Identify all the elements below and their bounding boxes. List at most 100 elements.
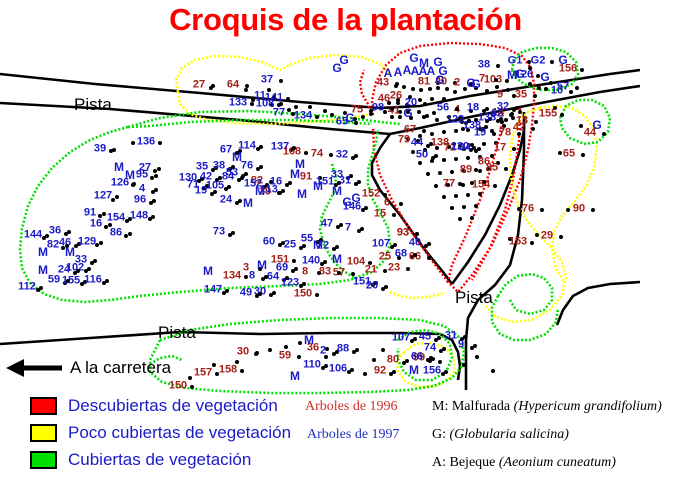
tree-dot (399, 202, 403, 206)
tree-dot (478, 127, 482, 131)
tree-dot (36, 288, 40, 292)
tree-label-1997: 147 (203, 283, 223, 296)
tree-dot (315, 115, 319, 119)
tree-label-1996: 99 (412, 351, 426, 364)
tree-dot (351, 156, 355, 160)
label-pista-bottom: Pista (158, 323, 196, 342)
tree-label-1997: 102 (65, 261, 85, 274)
tree-dot (438, 171, 442, 175)
tree-label-1997: 62 (490, 107, 504, 120)
tree-dot (482, 180, 486, 184)
tree-dot (354, 121, 358, 125)
legend-label-uncovered: Descubiertas de vegetación (68, 396, 278, 415)
tree-dot (355, 348, 359, 352)
tree-dot (287, 108, 291, 112)
species-marker-g: G (471, 77, 481, 91)
tree-dot (205, 184, 209, 188)
tree-dot (87, 267, 91, 271)
tree-dot (558, 151, 562, 155)
tree-dot (434, 338, 438, 342)
tree-dot (580, 68, 584, 72)
tree-dot (409, 116, 413, 120)
tree-dot (410, 339, 414, 343)
tree-dot (244, 172, 248, 176)
tree-dot (308, 105, 312, 109)
tree-dot (517, 207, 521, 211)
tree-label-1997: G2 (530, 54, 546, 67)
legend-year-1996: Arboles de 1996 (305, 399, 398, 414)
tree-dot (390, 115, 394, 119)
tree-dot (364, 206, 368, 210)
tree-label-1997: 11 (254, 89, 266, 102)
species-marker-g: G (540, 70, 550, 84)
tree-dot (436, 86, 440, 90)
tree-dot (361, 115, 365, 119)
tree-dot (446, 183, 450, 187)
tree-label-1997: 42 (199, 170, 213, 183)
tree-label-1997: 57 (556, 80, 570, 93)
tree-dot (240, 369, 244, 373)
species-marker-g: G (433, 55, 443, 69)
tree-dot (281, 241, 285, 245)
tree-dot (415, 232, 419, 236)
tree-dot (406, 267, 410, 271)
tree-dot (458, 182, 462, 186)
tree-label-1996: 14 (491, 106, 505, 119)
tree-dot (428, 359, 432, 363)
tree-dot (426, 172, 430, 176)
legend-swatch-red (30, 397, 57, 415)
tree-label-1997: 66 (410, 350, 424, 363)
tree-label-1996: 91 (299, 170, 313, 183)
tree-label-1997: 9 (457, 338, 465, 351)
tree-dot (237, 178, 241, 182)
tree-label-1997: 16 (269, 175, 283, 188)
road-right-vertical (464, 112, 526, 390)
tree-label-1996: 44 (583, 126, 597, 139)
tree-dot (292, 146, 296, 150)
tree-label-1997: 86 (109, 226, 123, 239)
tree-label-1997: 65 (335, 115, 349, 128)
tree-label-1996: 7 (478, 72, 486, 85)
tree-dot (396, 98, 400, 102)
tree-label-1996: 36 (306, 341, 320, 354)
tree-dot (427, 256, 431, 260)
tree-label-1997: 146 (342, 200, 362, 213)
tree-dot (466, 156, 470, 160)
tree-label-1997: 27 (138, 161, 152, 174)
tree-label-1996: 79 (397, 133, 411, 146)
tree-dot (553, 106, 557, 110)
tree-dot (286, 97, 290, 101)
tree-dot (392, 370, 396, 374)
tree-label-1996: 153 (508, 235, 528, 248)
tree-dot (83, 280, 87, 284)
tree-label-1996: 86 (477, 155, 491, 168)
tree-label-1997: 20 (404, 96, 418, 109)
tree-label-1997: 34 (458, 141, 472, 154)
species-marker-g: G (558, 53, 568, 67)
tree-dot (427, 242, 431, 246)
tree-label-1996: 23 (387, 261, 401, 274)
tree-dot (158, 141, 162, 145)
species-marker-g: G (515, 67, 525, 81)
tree-dot (579, 124, 583, 128)
species-marker-g: G (351, 191, 361, 205)
tree-dot (332, 352, 336, 356)
tree-label-1996: 41 (387, 104, 401, 117)
tree-dot (398, 110, 402, 114)
tree-label-1996: 9 (496, 88, 504, 101)
tree-dot (430, 132, 434, 136)
tree-dot (549, 81, 553, 85)
tree-dot (157, 167, 161, 171)
tree-dot (42, 236, 46, 240)
species-marker-a: A (426, 64, 436, 78)
species-common-m: Malfurada (451, 399, 511, 414)
tree-dot (390, 107, 394, 111)
tree-dot (80, 282, 84, 286)
tree-dot (460, 120, 464, 124)
tree-dot (485, 89, 489, 93)
tree-label-1996: 8 (301, 265, 309, 278)
species-marker-m: M (295, 157, 305, 171)
tree-dot (235, 201, 239, 205)
tree-dot (228, 167, 232, 171)
tree-dot (383, 110, 387, 114)
